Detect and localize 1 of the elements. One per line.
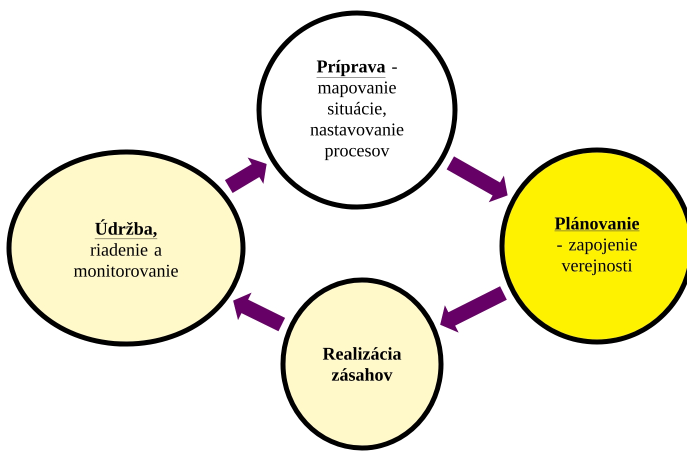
block-arrow — [440, 286, 507, 333]
